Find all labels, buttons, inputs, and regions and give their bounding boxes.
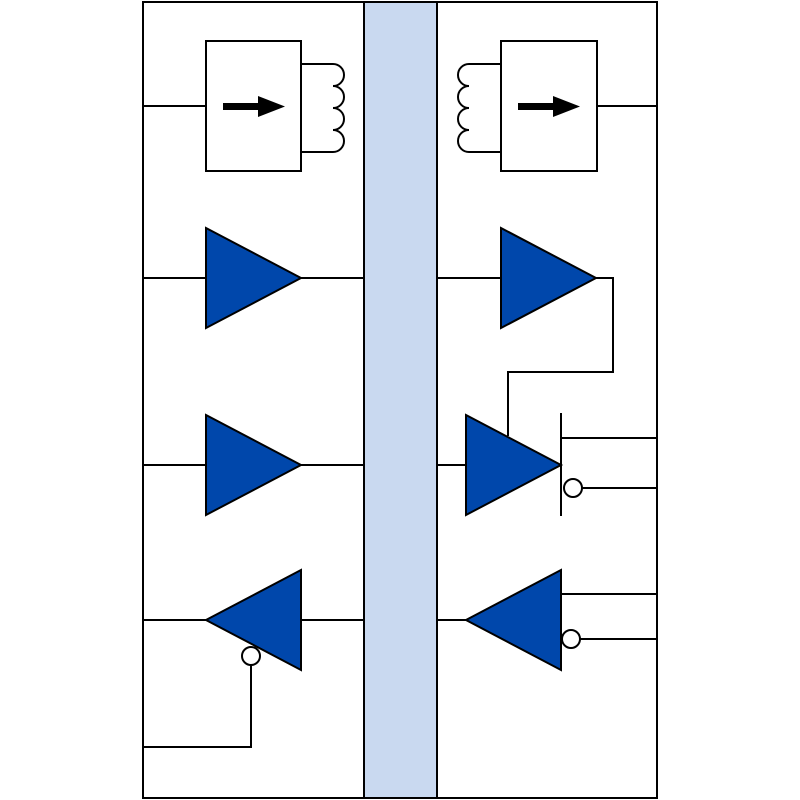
inversion-bubble-icon — [561, 629, 581, 649]
right-buffer-1 — [437, 226, 614, 436]
buffer-triangle-reverse-icon — [463, 568, 562, 672]
arrow-right-icon — [518, 96, 580, 117]
buffer-triangle-icon — [500, 226, 599, 330]
left-enable-wire — [143, 665, 252, 748]
buffer-triangle-icon — [465, 413, 564, 517]
left-buffer-1 — [143, 226, 364, 330]
transformer-coil-icon — [457, 63, 501, 153]
arrow-right-icon — [223, 96, 285, 117]
left-side — [143, 40, 364, 748]
inversion-bubble-icon — [563, 478, 583, 498]
right-power-module — [457, 40, 657, 172]
right-buffer-2 — [437, 413, 657, 517]
isolation-barrier — [363, 1, 438, 799]
left-reverse-buffer — [143, 568, 364, 748]
buffer-triangle-icon — [205, 226, 304, 330]
right-side — [437, 40, 657, 672]
left-buffer-2 — [143, 413, 364, 517]
left-power-module — [143, 40, 345, 172]
inversion-bubble-icon — [241, 646, 261, 666]
right-feedback-wire — [507, 277, 614, 436]
transformer-coil-icon — [301, 63, 345, 153]
right-reverse-buffer — [437, 568, 657, 672]
buffer-triangle-icon — [205, 413, 304, 517]
